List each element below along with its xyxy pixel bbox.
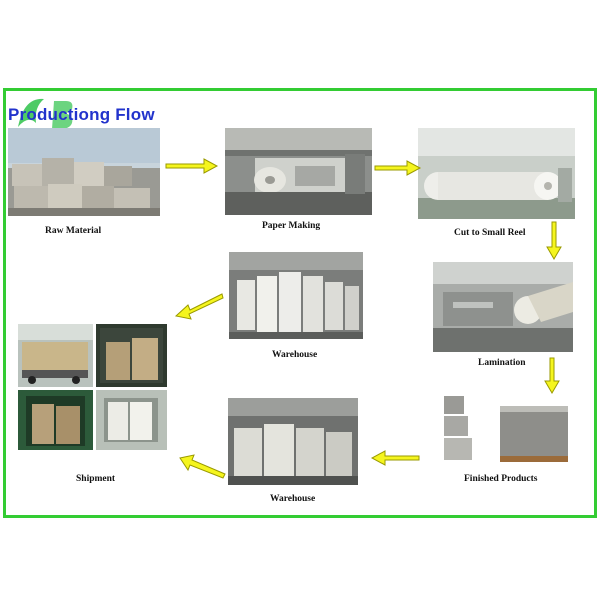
arrow-raw-to-paper [165,158,219,174]
arrow-shipment-to-warehouse [174,293,224,320]
photo-shipment-container-green [18,390,93,450]
arrow-lamination-to-finished [544,357,560,394]
photo-raw-material [8,128,160,216]
label-shipment: Shipment [76,474,116,484]
photo-shipment-truck [18,324,93,387]
brand-logo-icon [18,98,73,129]
photo-shipment-reels-truck [96,390,167,450]
arrow-finished-to-warehouse [370,450,420,466]
label-warehouse-lower: Warehouse [270,494,316,504]
photo-cut-to-small-reel [418,128,575,219]
label-paper-making: Paper Making [262,221,321,231]
arrow-cut-to-lamination [546,221,562,260]
label-raw-material: Raw Material [45,226,102,236]
photo-warehouse-reels [229,252,363,339]
label-lamination: Lamination [478,358,526,368]
photo-paper-making [225,128,372,215]
arrow-warehouse-to-shipment [179,454,226,479]
photo-finished-products [440,394,573,466]
photo-warehouse-pallets [228,398,358,485]
photo-shipment-container-boards [96,324,167,387]
label-cut-to-small-reel: Cut to Small Reel [454,228,526,238]
label-finished-products: Finished Products [464,474,538,484]
photo-lamination [433,262,573,352]
arrow-paper-to-cut [374,160,422,176]
label-warehouse-upper: Warehouse [272,350,318,360]
diagram-title: Productiong Flow [8,105,155,124]
